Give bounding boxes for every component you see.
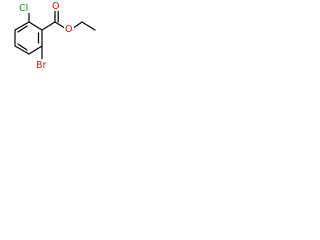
ring-bond-c3-c4	[28, 45, 43, 55]
carbonyl-o-label-bg	[51, 0, 61, 11]
ester-oxygen-atom-label: O	[65, 24, 72, 35]
molecule-structure-diagram: Cl O O Br	[14, 0, 96, 71]
bond-ring-to-carbonyl-carbon	[41, 21, 56, 31]
bond-carbonyl-to-ester-o	[54, 21, 65, 29]
ring-bond-c1-c2	[28, 21, 43, 31]
bond-ester-o-to-ch2	[73, 21, 83, 29]
benzene-ring	[14, 21, 43, 55]
atom-labels: Cl O O Br	[18, 0, 74, 71]
ring-inner-double-bond-3	[17, 25, 28, 33]
ester-o-label-bg	[64, 23, 74, 34]
carbonyl-oxygen-atom-label: O	[52, 1, 59, 12]
ring-inner-double-bond-2	[17, 43, 28, 51]
br-atom-label: Br	[36, 60, 47, 71]
ring-bond-c6-c1	[14, 21, 30, 31]
bond-ch2-to-ch3	[81, 21, 96, 31]
ring-bond-c4-c5	[14, 45, 30, 55]
br-label-bg	[35, 59, 51, 71]
substituent-bonds	[28, 9, 96, 61]
cl-atom-label: Cl	[19, 3, 28, 14]
cl-label-bg	[18, 2, 34, 13]
